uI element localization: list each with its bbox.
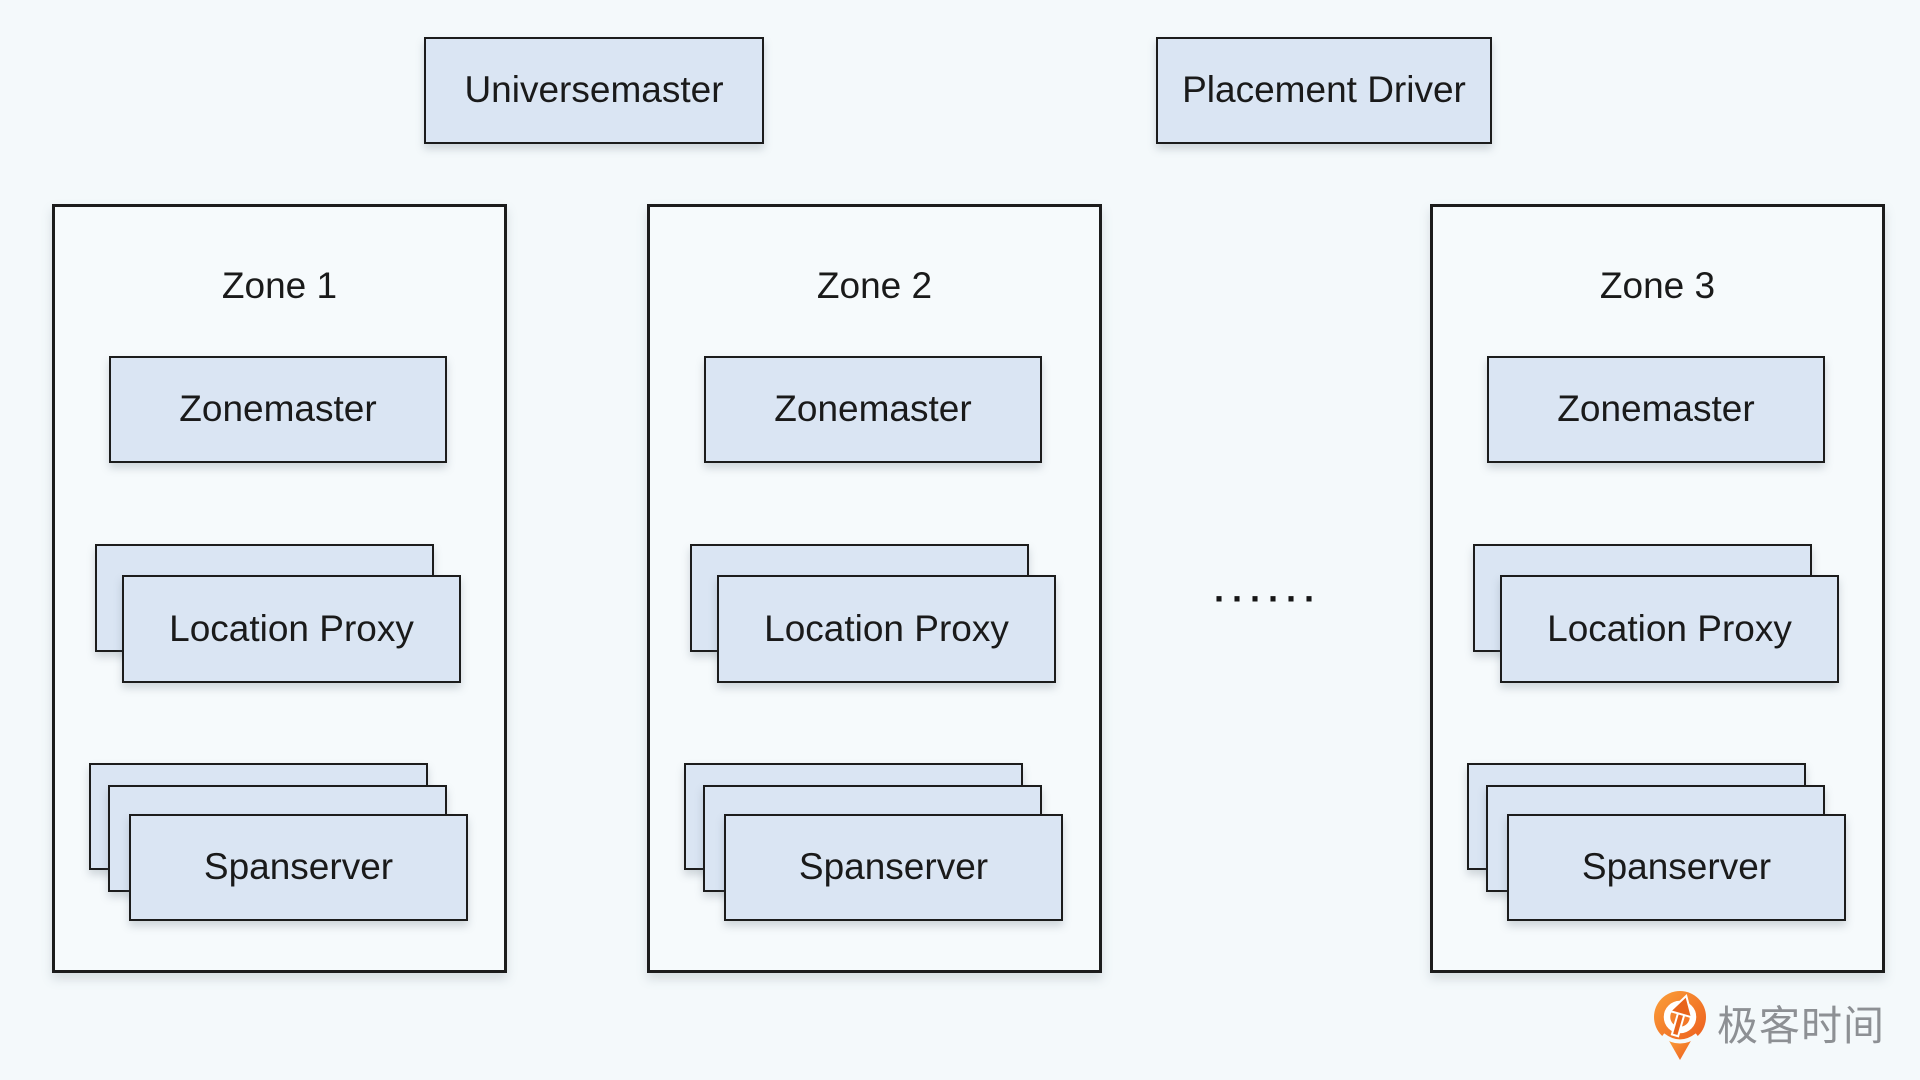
zone-1-spanserver-box: Spanserver — [129, 814, 468, 921]
zone-2-location-proxy-stack: Location Proxy — [690, 544, 1056, 683]
zone-1-location-proxy-box: Location Proxy — [122, 575, 461, 683]
zone-1-spanserver-stack: Spanserver — [89, 763, 468, 921]
zone-2-title: Zone 2 — [816, 265, 933, 306]
zone-2-zonemaster-label: Zonemaster — [774, 388, 972, 430]
zone-2-location-proxy-label: Location Proxy — [764, 607, 1009, 649]
zone-3-spanserver-label: Spanserver — [1581, 846, 1772, 888]
zone-2-zonemaster-box: Zonemaster — [704, 356, 1042, 463]
zone-3-zonemaster-box: Zonemaster — [1487, 356, 1825, 463]
zone-2-container: Zone 2 Zonemaster Location Proxy Spanser… — [647, 204, 1102, 973]
zone-1-location-proxy-label: Location Proxy — [169, 607, 414, 649]
zone-1-spanserver-label: Spanserver — [203, 846, 394, 888]
zone-3-spanserver-box: Spanserver — [1507, 814, 1846, 921]
zone-3-spanserver-stack: Spanserver — [1467, 763, 1846, 921]
geektime-logo: 极客时间 — [1652, 990, 1885, 1062]
zone-2-spanserver-stack: Spanserver — [684, 763, 1063, 921]
more-zones-ellipsis: ······ — [1214, 578, 1322, 619]
zone-3-location-proxy-stack: Location Proxy — [1473, 544, 1839, 683]
placement-driver-box: Placement Driver — [1156, 37, 1492, 144]
zone-1-title: Zone 1 — [221, 265, 338, 306]
placement-driver-label: Placement Driver — [1182, 69, 1466, 111]
geektime-pin-icon — [1654, 991, 1706, 1060]
universemaster-label: Universemaster — [464, 69, 724, 111]
zone-2-spanserver-label: Spanserver — [798, 846, 989, 888]
zone-2-location-proxy-box: Location Proxy — [717, 575, 1056, 683]
zone-1-location-proxy-stack: Location Proxy — [95, 544, 461, 683]
zone-1-zonemaster-box: Zonemaster — [109, 356, 447, 463]
zone-2-spanserver-box: Spanserver — [724, 814, 1063, 921]
zone-1-zonemaster-label: Zonemaster — [179, 388, 377, 430]
zone-3-location-proxy-box: Location Proxy — [1500, 575, 1839, 683]
zone-3-container: Zone 3 Zonemaster Location Proxy Spanser… — [1430, 204, 1885, 973]
geektime-logo-text: 极客时间 — [1717, 1003, 1885, 1049]
zone-3-location-proxy-label: Location Proxy — [1547, 607, 1792, 649]
zone-3-title: Zone 3 — [1599, 265, 1716, 306]
universemaster-box: Universemaster — [424, 37, 764, 144]
zone-1-container: Zone 1 Zonemaster Location Proxy Spanser… — [52, 204, 507, 973]
zone-3-zonemaster-label: Zonemaster — [1557, 388, 1755, 430]
